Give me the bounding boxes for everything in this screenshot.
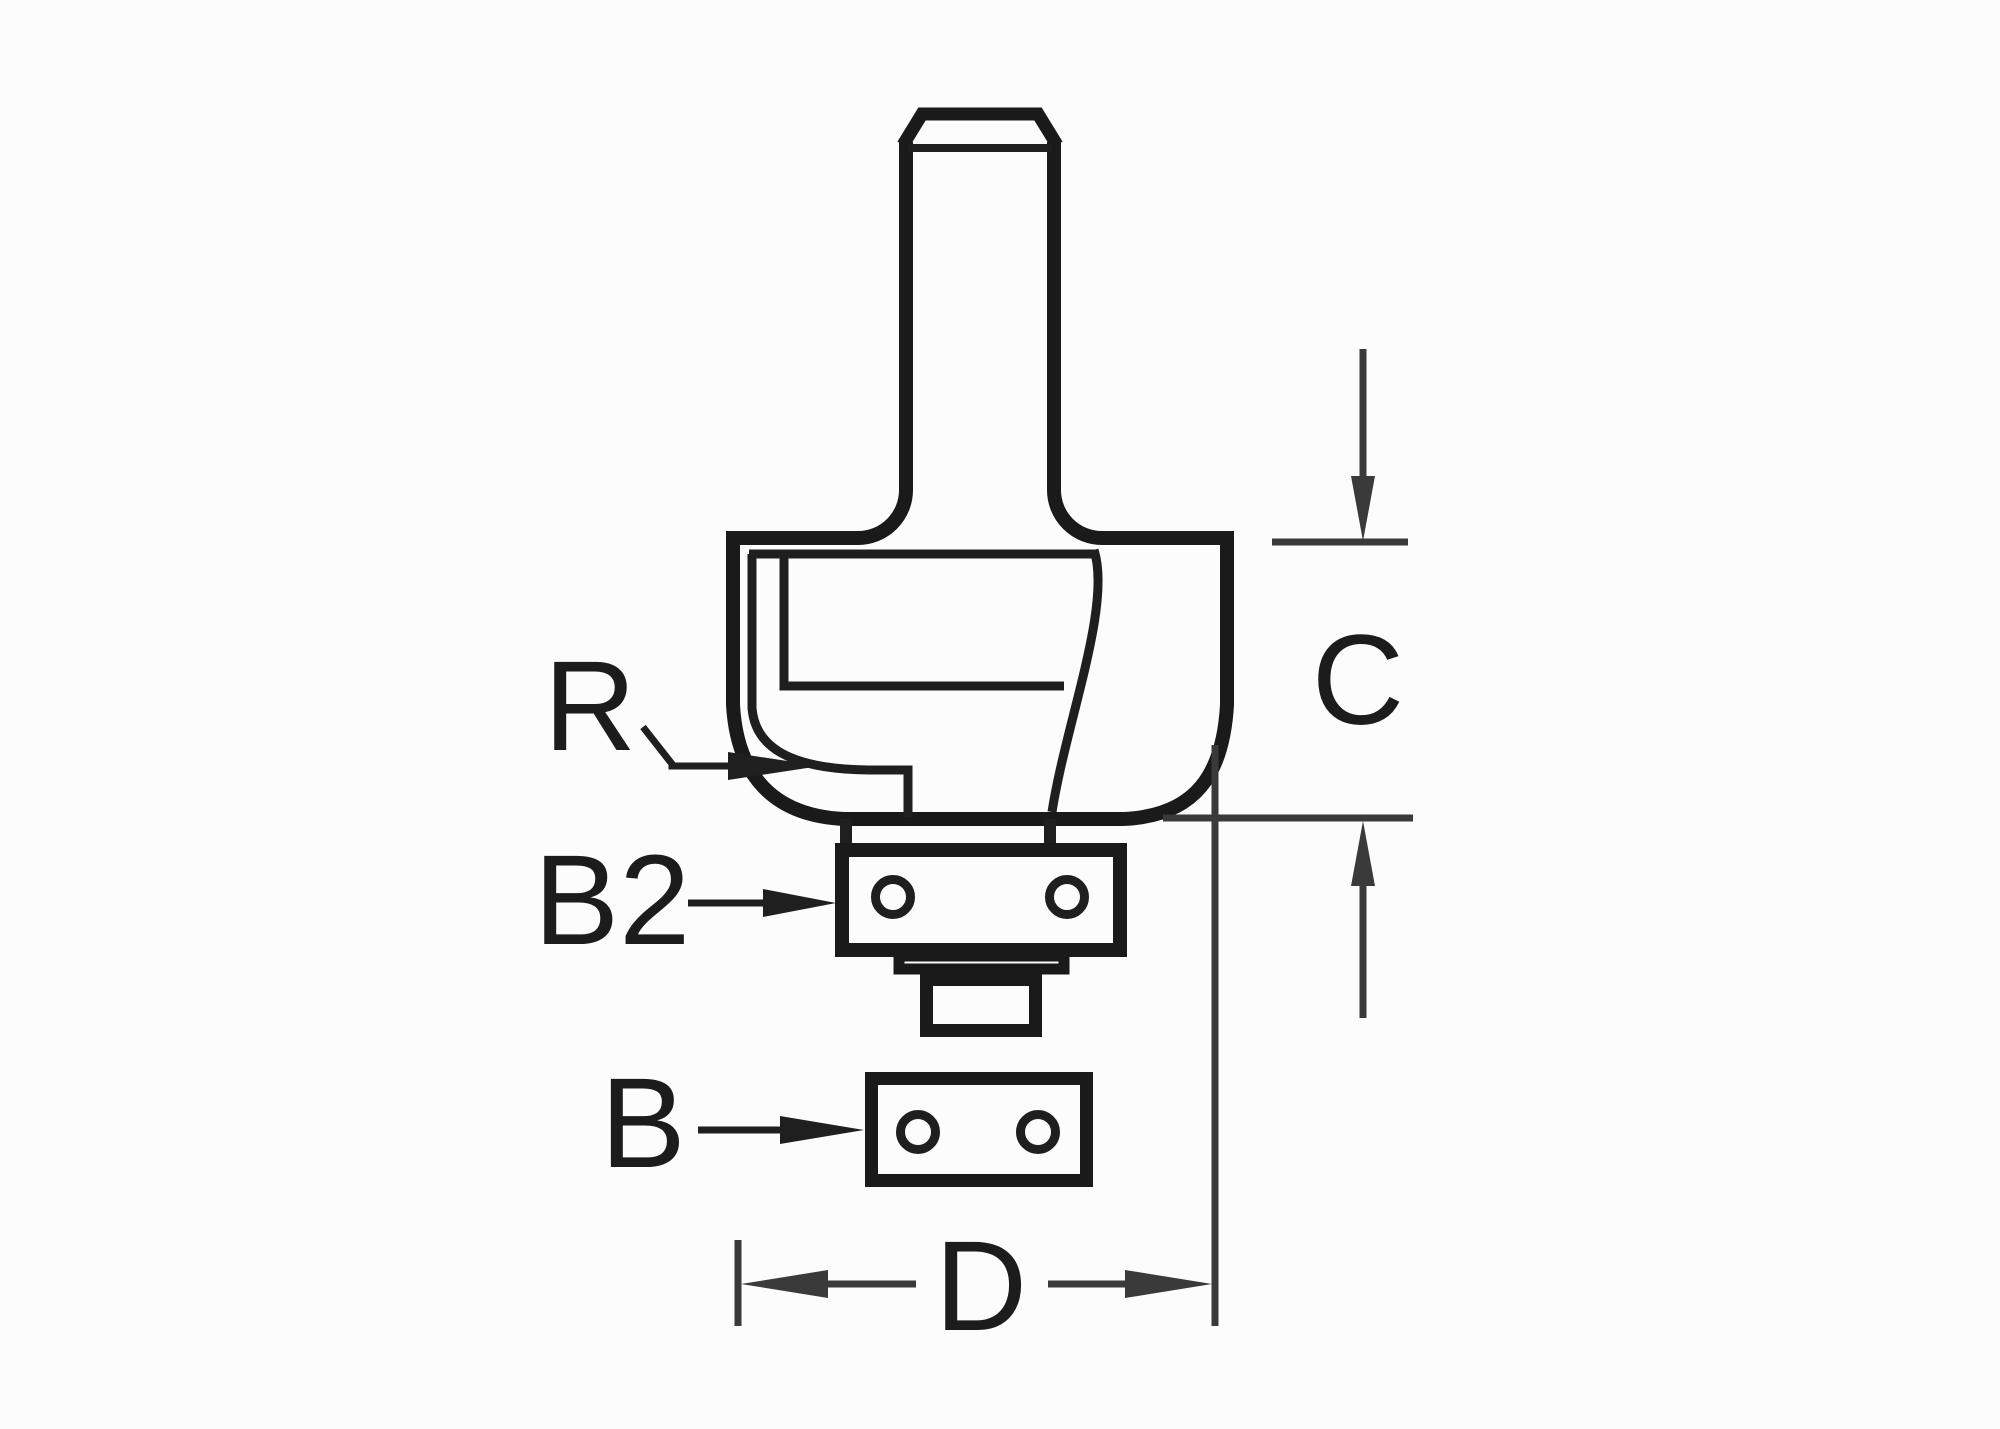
bearing-b2-body [835,843,1127,957]
dim-c-down-arrowhead-icon [1351,476,1375,541]
bearing-b2-left-hole [871,875,915,919]
dimension-d-group: D [734,745,1219,1358]
inner-roundover-curve [747,554,869,775]
bearing-label: B [600,1052,685,1195]
shank-and-body-outline [726,142,1234,826]
flute-face-lines [779,557,1064,691]
cutter-outline-group [726,107,1234,826]
dim-d-left-arrowhead-icon [741,1270,828,1298]
bearing-arrowhead-icon [780,1116,864,1144]
dim-d-right-arrowhead-icon [1125,1270,1212,1298]
washer [893,950,1070,975]
shank-chamfer-top [897,107,1063,149]
dim-d-label: D [935,1215,1027,1358]
bearing-b-right-hole [1016,1110,1060,1154]
bearing-b-left-hole [896,1110,940,1154]
bearing-b-body [865,1072,1093,1187]
flute-step-notch [868,765,913,817]
bearing2-arrowhead-icon [763,889,836,917]
mounted-bearing-group [835,843,1127,1037]
bearing-leader-group: B [600,1052,864,1195]
retaining-nut [920,973,1042,1037]
bearing2-label: B2 [534,829,691,972]
radius-label: R [544,635,636,778]
radius-leader-line [640,724,728,770]
bearing2-leader-group: B2 [534,829,836,972]
flute-lines-group [747,548,1103,846]
spare-bearing-group [865,1072,1093,1187]
dimension-c-group: C [1163,349,1413,1018]
dim-c-label: C [1312,609,1404,752]
radius-arrowhead-icon [728,752,820,780]
cutting-edge-diagonal [1047,548,1103,813]
bearing-b2-right-hole [1045,875,1089,919]
radius-leader-group: R [544,635,820,780]
dim-c-up-arrowhead-icon [1351,821,1375,886]
